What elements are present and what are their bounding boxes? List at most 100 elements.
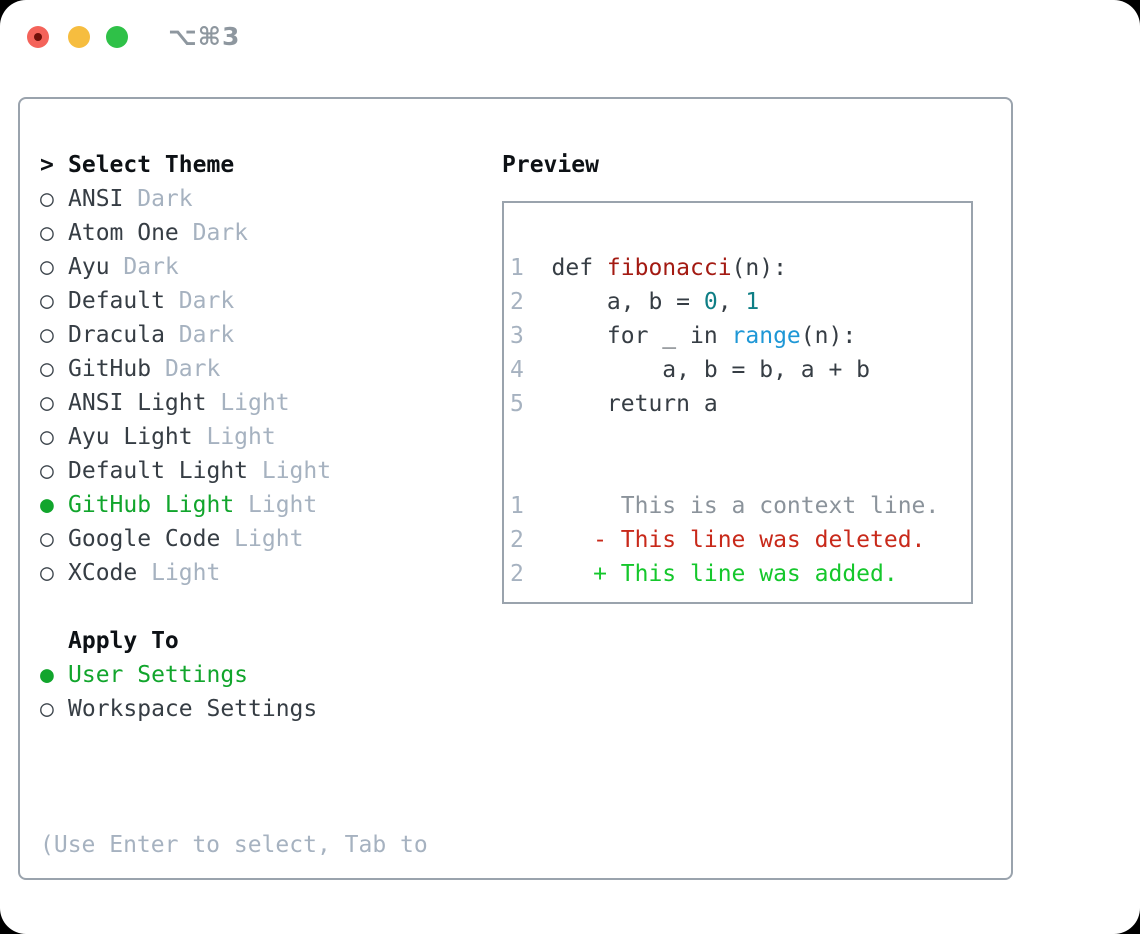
preview-title: Preview bbox=[502, 152, 599, 178]
theme-variant-tag: Dark bbox=[151, 356, 221, 382]
code-token: a, b = b, a + b bbox=[551, 357, 871, 383]
hint-line-1: (Use Enter to select, Tab to bbox=[40, 832, 428, 858]
theme-option-github[interactable]: ○ GitHub Dark bbox=[40, 352, 490, 386]
radio-icon: ○ bbox=[40, 458, 54, 484]
code-token: fibonacci bbox=[606, 255, 732, 281]
close-button[interactable] bbox=[27, 26, 49, 48]
theme-option-ansi[interactable]: ○ ANSI Dark bbox=[40, 182, 490, 216]
theme-option-default-light[interactable]: ○ Default Light Light bbox=[40, 454, 490, 488]
spacer bbox=[40, 590, 490, 624]
titlebar: ⌥⌘3 bbox=[0, 0, 1140, 74]
radio-icon: ○ bbox=[40, 424, 54, 450]
minimize-button[interactable] bbox=[68, 26, 90, 48]
close-dot-icon bbox=[34, 33, 42, 41]
line-number: 3 bbox=[510, 323, 524, 349]
code-line: 4 a, b = b, a + b bbox=[510, 353, 965, 387]
radio-icon: ○ bbox=[40, 220, 54, 246]
code-token: for _ in bbox=[551, 323, 732, 349]
radio-icon: ○ bbox=[40, 356, 54, 382]
theme-option-atom-one[interactable]: ○ Atom One Dark bbox=[40, 216, 490, 250]
preview-column: Preview 1 def fibonacci(n): 2 a, b = 0, 1 3… bbox=[502, 148, 1002, 604]
line-number: 5 bbox=[510, 391, 524, 417]
theme-variant-tag: Dark bbox=[109, 254, 179, 280]
theme-option-label: ANSI Light bbox=[68, 390, 207, 416]
theme-option-label: XCode bbox=[68, 560, 138, 586]
theme-option-label: Ayu bbox=[68, 254, 110, 280]
preview-gap bbox=[510, 421, 965, 489]
diff-line: 2 + This line was added. bbox=[510, 557, 965, 591]
selection-caret-icon: > bbox=[40, 152, 54, 178]
theme-option-label: Default bbox=[68, 288, 165, 314]
preview-lines: 1 def fibonacci(n): 2 a, b = 0, 1 3 for _ i… bbox=[510, 251, 965, 591]
spacer bbox=[40, 726, 490, 760]
radio-icon: ○ bbox=[40, 696, 54, 722]
window-title: ⌥⌘3 bbox=[168, 22, 241, 51]
line-number: 1 bbox=[510, 493, 524, 519]
theme-option-google-code[interactable]: ○Google Code Light bbox=[40, 522, 490, 556]
diff-line: 2 - This line was deleted. bbox=[510, 523, 965, 557]
theme-variant-tag: Light bbox=[137, 560, 221, 586]
line-number: 1 bbox=[510, 255, 524, 281]
theme-option-dracula[interactable]: ○Dracula Dark bbox=[40, 318, 490, 352]
theme-option-github-light[interactable]: ● GitHub Light Light bbox=[40, 488, 490, 522]
code-line: 5 return a bbox=[510, 387, 965, 421]
theme-picker-dialog: >Select Theme ○ANSI Dark○Atom One Dark○A… bbox=[18, 97, 1013, 880]
theme-list-column: >Select Theme ○ANSI Dark○Atom One Dark○A… bbox=[40, 148, 490, 934]
radio-selected-icon: ● bbox=[40, 662, 54, 688]
apply-to-option-label: Workspace Settings bbox=[68, 696, 318, 722]
theme-option-xcode[interactable]: ○ XCode Light bbox=[40, 556, 490, 590]
theme-variant-tag: Dark bbox=[123, 186, 193, 212]
code-token: def bbox=[551, 255, 607, 281]
code-token: range bbox=[731, 323, 801, 349]
theme-option-ansi-light[interactable]: ○ANSI Light Light bbox=[40, 386, 490, 420]
code-token: a, b = bbox=[551, 289, 704, 315]
line-number: 2 bbox=[510, 289, 524, 315]
code-line: 1 def fibonacci(n): bbox=[510, 251, 965, 285]
radio-icon: ○ bbox=[40, 560, 54, 586]
theme-option-label: Default Light bbox=[68, 458, 249, 484]
code-token: return a bbox=[551, 391, 718, 417]
theme-option-label: GitHub Light bbox=[68, 492, 235, 518]
apply-to-options-list: ● User Settings ○ Workspace Settings bbox=[40, 658, 490, 726]
hint-text: (Use Enter to select, Tab to change focu… bbox=[40, 760, 490, 934]
theme-options-list: ○ANSI Dark○Atom One Dark○Ayu Dark○Defaul… bbox=[40, 182, 490, 590]
line-number: 2 bbox=[510, 527, 524, 553]
theme-variant-tag: Light bbox=[192, 424, 276, 450]
theme-option-ayu-light[interactable]: ○ Ayu Light Light bbox=[40, 420, 490, 454]
code-token: (n): bbox=[731, 255, 787, 281]
apply-to-option-label: User Settings bbox=[68, 662, 249, 688]
theme-option-default[interactable]: ○Default Dark bbox=[40, 284, 490, 318]
theme-option-ayu[interactable]: ○Ayu Dark bbox=[40, 250, 490, 284]
theme-option-label: Ayu Light bbox=[68, 424, 193, 450]
theme-option-label: Atom One bbox=[68, 220, 179, 246]
radio-icon: ○ bbox=[40, 322, 54, 348]
theme-list-header: > Select Theme bbox=[40, 148, 490, 182]
radio-icon: ○ bbox=[40, 186, 54, 212]
hint-line-2: change focus) bbox=[40, 930, 490, 934]
theme-variant-tag: Light bbox=[248, 458, 332, 484]
radio-icon: ○ bbox=[40, 526, 54, 552]
theme-variant-tag: Light bbox=[220, 526, 304, 552]
theme-variant-tag: Dark bbox=[164, 288, 235, 314]
theme-variant-tag: Light bbox=[234, 492, 318, 518]
code-token: , bbox=[717, 289, 746, 315]
code-token: 1 bbox=[745, 289, 760, 315]
apply-to-header: Apply To bbox=[40, 624, 490, 658]
code-token: 0 bbox=[703, 289, 718, 315]
maximize-button[interactable] bbox=[106, 26, 128, 48]
apply-to-option-workspace-settings[interactable]: ○ Workspace Settings bbox=[40, 692, 490, 726]
code-token: - This line was deleted. bbox=[551, 527, 926, 553]
theme-option-label: ANSI bbox=[68, 186, 124, 212]
apply-to-option-user-settings[interactable]: ● User Settings bbox=[40, 658, 490, 692]
theme-variant-tag: Dark bbox=[164, 322, 235, 348]
radio-selected-icon: ● bbox=[40, 492, 54, 518]
theme-list-title: Select Theme bbox=[68, 152, 235, 178]
theme-option-label: GitHub bbox=[68, 356, 152, 382]
radio-icon: ○ bbox=[40, 390, 54, 416]
code-line: 3 for _ in range(n): bbox=[510, 319, 965, 353]
theme-variant-tag: Dark bbox=[178, 220, 249, 246]
code-token: + This line was added. bbox=[551, 561, 898, 587]
line-number: 2 bbox=[510, 561, 524, 587]
